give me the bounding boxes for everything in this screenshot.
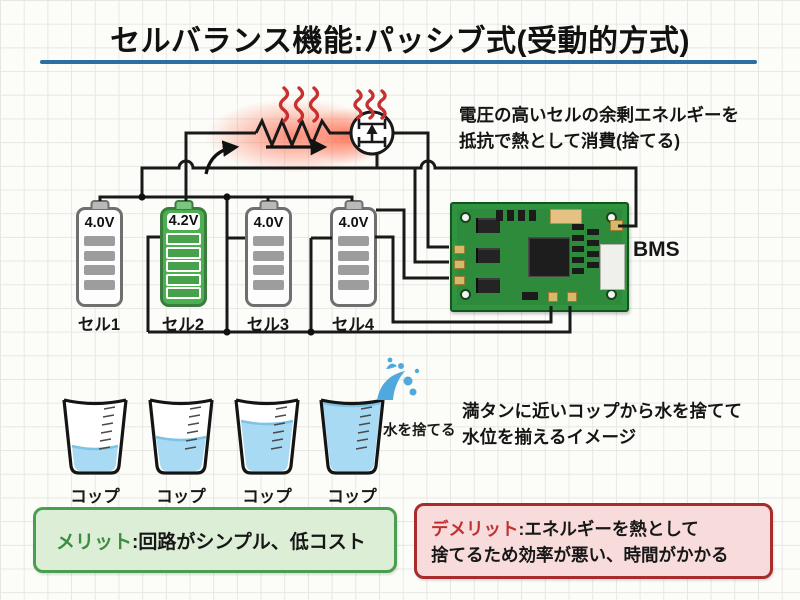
heat-waves-icon [278,86,387,123]
mosfet-icon [349,110,395,156]
smd-part [587,229,599,235]
demerit-heading: デメリット [431,519,519,539]
pcb-hole-icon [606,289,617,300]
charge-bar [253,236,284,246]
connector-icon [600,244,625,290]
charge-bar [338,279,369,290]
smd-part [587,262,599,268]
bms-board [450,202,629,312]
water-fill [71,401,382,471]
solder-pad [454,260,465,269]
circuit-note-line1: 電圧の高いセルの余剰エネルギーを [459,105,739,125]
solder-pad [610,220,623,231]
page-title: セルバランス機能:パッシブ式(受動的方式) [110,25,690,58]
solder-pad [548,292,558,302]
charge-bar [253,265,284,275]
smd-part [587,240,599,246]
charge-bar [166,233,201,245]
water-cups [62,357,420,475]
battery-terminal-icon [259,200,278,209]
charge-bar [84,250,115,261]
cell-voltage: 4.0V [84,215,115,231]
charge-bar [338,236,369,246]
charge-bar [253,279,284,290]
merit-box: メリット:回路がシンプル、低コスト [33,507,397,573]
title-underline [40,60,757,64]
charge-bar [84,279,115,290]
smd-part [522,292,538,300]
solder-pad [454,245,465,254]
solder-pad [454,276,465,285]
battery-cell-1: 4.0V [76,200,123,307]
battery-cell-3: 4.0V [245,200,292,307]
smd-part [572,224,584,230]
smd-part [572,246,584,252]
charge-bar [166,287,201,299]
smd-part [587,251,599,257]
smd-part [529,210,536,221]
transistor-icon [476,248,500,263]
charge-bar [166,260,201,272]
cup-outline [62,398,385,475]
merit-text: :回路がシンプル、低コスト [132,531,366,553]
charge-bar [166,246,201,259]
charge-bar [338,250,369,261]
battery-terminal-icon [344,200,363,209]
charge-bar [84,265,115,275]
solder-pad [567,292,577,302]
smd-part [572,235,584,241]
cell-label-1: セル1 [77,316,121,334]
current-arrow-icon [204,138,328,175]
battery-cell-4: 4.0V [330,200,377,307]
battery-terminal-icon [174,200,193,209]
cup-label-3: コップ [242,488,292,506]
cup-label-2: コップ [156,488,206,506]
charge-bar [166,273,201,286]
bms-label: BMS [633,238,680,261]
circuit-note-line2: 抵抗で熱として消費(捨てる) [459,131,681,151]
demerit-text-line2: 捨てるため効率が悪い、時間がかかる [431,545,729,565]
cup-label-4: コップ [327,488,377,506]
heat-glow [205,99,393,173]
smd-part [572,257,584,263]
charge-bar [84,236,115,246]
cell-label-4: セル4 [331,316,375,334]
smd-part [496,210,503,221]
cell-label-2: セル2 [161,316,205,334]
cup-label-1: コップ [70,488,120,506]
resistor-icon [254,117,351,149]
battery-cell-2-highlighted: 4.2V [160,200,207,307]
battery-terminal-icon [90,200,109,209]
discard-water-label: 水を捨てる [383,423,456,439]
transistor-icon [476,278,500,293]
smd-part [507,210,514,221]
demerit-box: デメリット:エネルギーを熱として 捨てるため効率が悪い、時間がかかる [414,503,773,579]
merit-heading: メリット [56,531,133,553]
analogy-note-line2: 水位を揃えるイメージ [462,427,637,447]
water-splash-icon [377,357,420,400]
capacitor-icon [550,209,582,224]
charge-bar [253,250,284,261]
charge-bar [338,265,369,275]
analogy-note: 満タンに近いコップから水を捨てて 水位を揃えるイメージ [462,398,792,450]
smd-part [518,210,525,221]
pcb-hole-icon [460,289,471,300]
cell-voltage: 4.0V [253,215,284,231]
circuit-note: 電圧の高いセルの余剰エネルギーを 抵抗で熱として消費(捨てる) [459,102,789,154]
demerit-text-line1: :エネルギーを熱として [518,519,699,539]
cell-voltage: 4.0V [338,215,369,231]
smd-part [572,268,584,274]
ic-chip-icon [528,237,570,277]
pcb-hole-icon [460,212,471,223]
cup-ticks [98,406,373,450]
cell-voltage: 4.2V [167,213,200,230]
cell-label-3: セル3 [246,316,290,334]
analogy-note-line1: 満タンに近いコップから水を捨てて [462,401,742,421]
